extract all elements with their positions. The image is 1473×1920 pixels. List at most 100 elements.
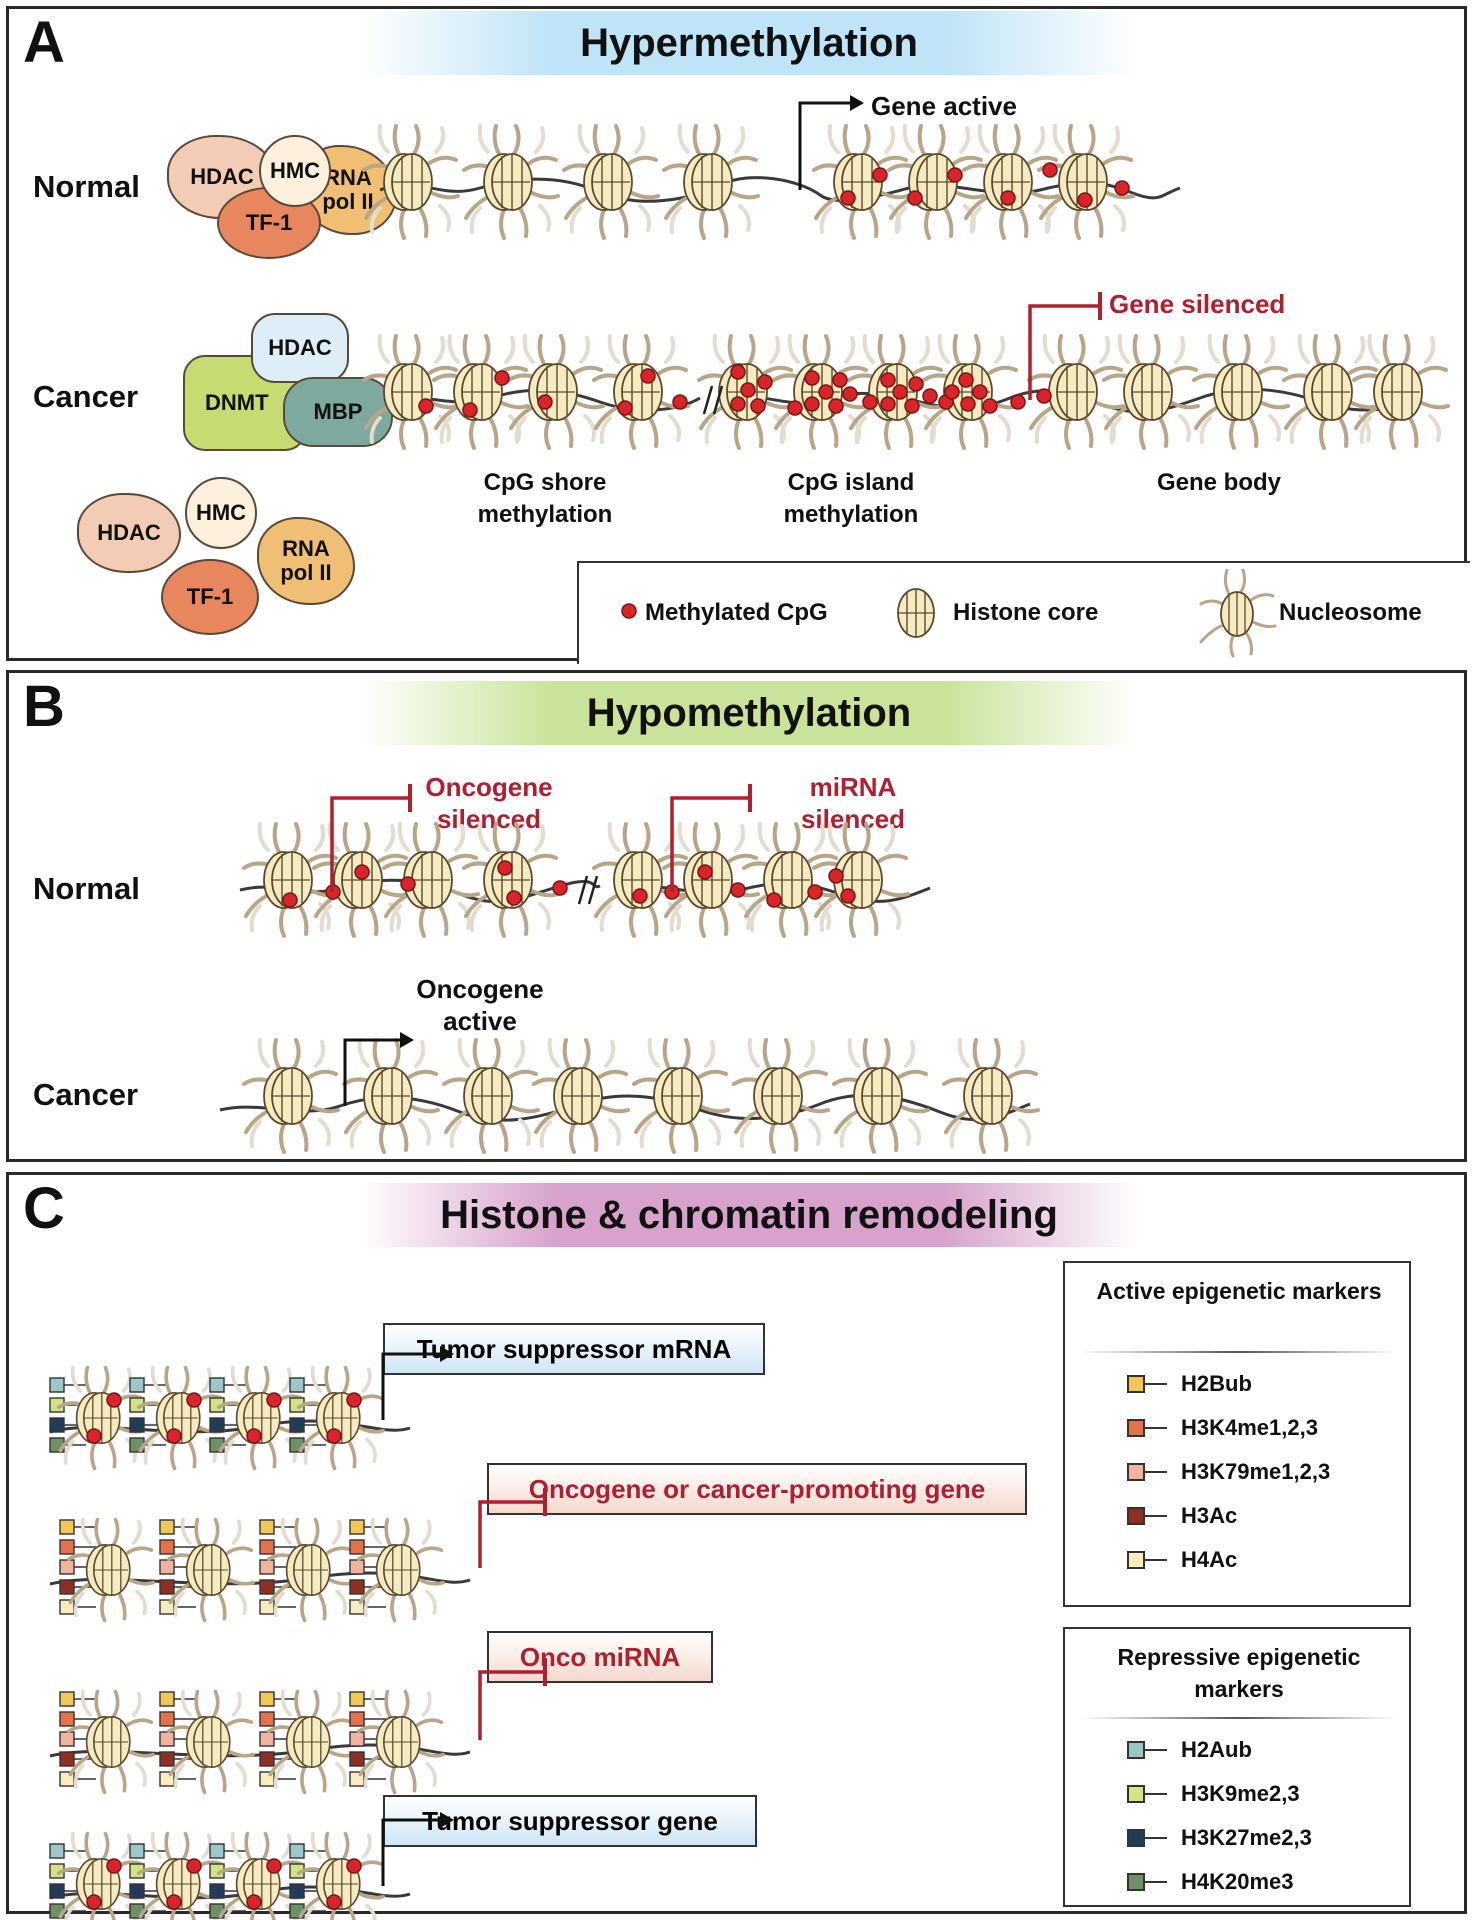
nucleosome bbox=[812, 124, 910, 240]
repressive-marker-swatch bbox=[1127, 1873, 1145, 1891]
repressive-marker-item: H2Aub bbox=[1127, 1737, 1252, 1763]
nucleosome bbox=[56, 1831, 146, 1920]
methylated-cpg-dot bbox=[497, 860, 513, 876]
histone-mark bbox=[289, 1883, 305, 1899]
methylated-cpg-dot bbox=[750, 398, 766, 414]
histone-mark bbox=[259, 1519, 275, 1535]
methylated-cpg-dot bbox=[766, 892, 782, 908]
methylated-cpg-dot bbox=[892, 384, 908, 400]
methylated-cpg-dot bbox=[266, 1392, 282, 1408]
histone-mark bbox=[289, 1417, 305, 1433]
oncogene-active-arrow-head bbox=[400, 1032, 414, 1048]
active-marker-item: H3K79me1,2,3 bbox=[1127, 1459, 1330, 1485]
panel-c-letter: C bbox=[23, 1176, 65, 1241]
methylated-cpg-dot bbox=[807, 884, 823, 900]
strand-break bbox=[577, 875, 589, 905]
methylated-cpg-dot bbox=[672, 394, 688, 410]
active-marker-swatch bbox=[1127, 1419, 1145, 1437]
methylated-cpg-dot bbox=[944, 384, 960, 400]
free-hdac-blob: HDAC bbox=[77, 493, 181, 573]
nucleosome bbox=[742, 822, 840, 938]
methylated-cpg-dot bbox=[697, 864, 713, 880]
repressive-marker-swatch bbox=[1127, 1785, 1145, 1803]
methylated-cpg-dot bbox=[958, 372, 974, 388]
methylated-cpg-dot bbox=[960, 396, 976, 412]
methylated-cpg-dot bbox=[904, 398, 920, 414]
nucleosome bbox=[942, 1038, 1040, 1154]
panel-b-normal-label: Normal bbox=[33, 871, 140, 906]
histone-mark bbox=[349, 1691, 365, 1707]
active-marker-swatch bbox=[1127, 1463, 1145, 1481]
strand-break bbox=[702, 385, 714, 415]
methylated-cpg-dot bbox=[246, 1428, 262, 1444]
cancer-hdac-blob: HDAC bbox=[251, 313, 349, 383]
mirna-silenced-label: miRNA silenced bbox=[800, 772, 906, 834]
tumor-suppressor-mrna-box: Tumor suppressor mRNA bbox=[383, 1323, 765, 1375]
histone-mark bbox=[59, 1579, 75, 1595]
methylated-cpg-dot bbox=[922, 388, 938, 404]
histone-mark bbox=[289, 1377, 305, 1393]
nucleosome bbox=[732, 1038, 830, 1154]
methylated-cpg-dot bbox=[828, 868, 844, 884]
active-marker-connector bbox=[1145, 1427, 1167, 1429]
nucleosome bbox=[342, 1038, 440, 1154]
caption-gene-body: Gene body bbox=[1156, 469, 1282, 496]
methylated-cpg-dot bbox=[86, 1428, 102, 1444]
histone-mark bbox=[259, 1691, 275, 1707]
gene-active-arrow bbox=[798, 101, 850, 190]
histone-mark bbox=[289, 1843, 305, 1859]
methylated-cpg-dot bbox=[1077, 192, 1093, 208]
nucleosome bbox=[356, 1517, 446, 1623]
caption-cpg-shore: CpG shore methylation bbox=[477, 469, 613, 528]
methylated-cpg-dot bbox=[282, 892, 298, 908]
methylated-cpg-dot bbox=[818, 384, 834, 400]
active-marker-connector bbox=[1145, 1383, 1167, 1385]
methylated-cpg-dot bbox=[862, 394, 878, 410]
cancer-mbp-blob: MBP bbox=[283, 377, 393, 447]
tsgene-arrow-head bbox=[440, 1812, 454, 1828]
repressive-marker-label: H4K20me3 bbox=[1181, 1869, 1294, 1894]
active-marker-connector bbox=[1145, 1471, 1167, 1473]
histone-mark bbox=[49, 1377, 65, 1393]
legend-histone-label: Histone core bbox=[953, 599, 1099, 626]
methylated-cpg-dot bbox=[907, 190, 923, 206]
repressive-marker-label: H3K27me2,3 bbox=[1181, 1825, 1312, 1850]
histone-mark bbox=[129, 1417, 145, 1433]
repressive-marker-swatch bbox=[1127, 1829, 1145, 1847]
histone-mark bbox=[349, 1711, 365, 1727]
oncogene-box: Oncogene or cancer-promoting gene bbox=[487, 1463, 1027, 1515]
histone-mark bbox=[59, 1751, 75, 1767]
nucleosome bbox=[562, 124, 660, 240]
tumor-suppressor-gene-box: Tumor suppressor gene bbox=[383, 1795, 757, 1847]
nucleosome bbox=[832, 1038, 930, 1154]
methylated-cpg-dot bbox=[166, 1428, 182, 1444]
nucleosome bbox=[1192, 334, 1290, 450]
histone-mark bbox=[49, 1843, 65, 1859]
repressive-marker-item: H3K27me2,3 bbox=[1127, 1825, 1312, 1851]
methylated-cpg-dot bbox=[880, 372, 896, 388]
nucleosome bbox=[66, 1517, 156, 1623]
histone-mark bbox=[159, 1539, 175, 1555]
histone-mark bbox=[49, 1883, 65, 1899]
panel-b-title: Hypomethylation bbox=[359, 681, 1139, 745]
oncogene-active-label: Oncogene active bbox=[416, 974, 544, 1036]
repressive-marker-label: H3K9me2,3 bbox=[1181, 1781, 1300, 1806]
nucleosome bbox=[362, 124, 460, 240]
nucleosome bbox=[1027, 334, 1125, 450]
nucleosome bbox=[632, 1038, 730, 1154]
tsgene-arrow bbox=[381, 1818, 440, 1886]
oncogene-silenced-arrow bbox=[330, 796, 410, 892]
repressive-marker-label: H2Aub bbox=[1181, 1737, 1252, 1762]
panel-c: C Histone & chromatin remodeling Tumor s… bbox=[6, 1172, 1467, 1914]
nucleosome bbox=[532, 1038, 630, 1154]
methylated-cpg-dot bbox=[640, 368, 656, 384]
methylated-cpg-dot bbox=[757, 374, 773, 390]
histone-mark bbox=[159, 1751, 175, 1767]
nucleosome bbox=[922, 334, 1020, 450]
methylated-cpg-dot bbox=[494, 370, 510, 386]
panel-a-normal-label: Normal bbox=[33, 169, 140, 204]
methylated-cpg-dot bbox=[1010, 394, 1026, 410]
histone-mark bbox=[159, 1711, 175, 1727]
